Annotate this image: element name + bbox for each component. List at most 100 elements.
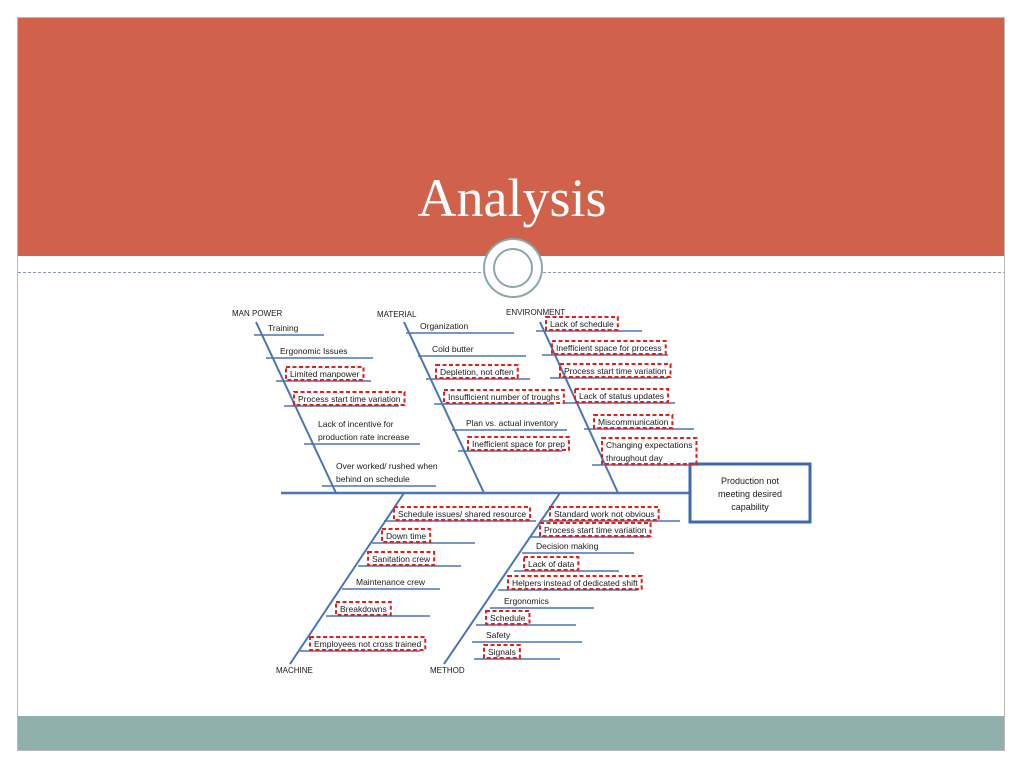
cause-label: Breakdowns — [340, 604, 387, 614]
effect-box — [688, 462, 812, 524]
highlight-box — [367, 551, 436, 566]
cause-label: Training — [268, 323, 299, 333]
ring-inner — [493, 248, 533, 288]
cause-item: Lack of status updates — [565, 388, 675, 404]
cause-label: Ergonomics — [504, 596, 549, 606]
cause-item: Employees not cross trained — [300, 636, 427, 652]
cause-label: Schedule issues/ shared resource — [398, 509, 526, 519]
highlight-box — [485, 610, 531, 625]
cause-item: Lack of data — [514, 556, 619, 572]
cause-item: Standard work not obvious — [540, 506, 680, 522]
cause-item: Sanitation crew — [358, 551, 461, 567]
cause-label: Ergonomic Issues — [280, 346, 348, 356]
cause-label: Insufficient number of troughs — [448, 392, 560, 402]
highlight-box — [539, 522, 652, 537]
cause-item: Safety — [472, 630, 582, 643]
cause-item: Insufficient number of troughs — [434, 389, 565, 405]
cause-label: Signals — [488, 647, 516, 657]
category-material: MATERIAL — [377, 310, 417, 319]
highlight-box — [523, 556, 580, 571]
bone-material — [403, 321, 485, 494]
highlight-box — [601, 437, 698, 465]
highlight-box — [381, 528, 432, 543]
effect-line-1: Production not — [721, 476, 780, 486]
cause-item: Ergonomics — [490, 596, 594, 609]
highlight-box — [467, 436, 570, 451]
cause-label: Process start time variation — [544, 525, 647, 535]
cause-label: Lack of schedule — [550, 319, 614, 329]
cause-item: Schedule issues/ shared resource — [384, 506, 536, 522]
cause-item: Miscommunication — [584, 414, 694, 430]
cause-item: Plan vs. actual inventory — [452, 418, 567, 431]
highlight-box — [443, 389, 565, 404]
cause-item: Lack of schedule — [536, 316, 642, 332]
highlight-box — [559, 363, 672, 378]
cause-label: Safety — [486, 630, 511, 640]
highlight-box — [483, 644, 521, 659]
cause-label: Standard work not obvious — [554, 509, 655, 519]
fishbone-diagram: Production not meeting desired capabilit… — [232, 308, 812, 675]
cause-label: Plan vs. actual inventory — [466, 418, 559, 428]
cause-item: Inefficient space for prep — [458, 436, 570, 452]
cause-label: behind on schedule — [336, 474, 410, 484]
cause-label: Maintenance crew — [356, 577, 426, 587]
cause-item: Process start time variation — [530, 522, 652, 538]
cause-item: Process start time variation — [550, 363, 672, 379]
highlight-box — [293, 391, 406, 406]
cause-label: Process start time variation — [298, 394, 401, 404]
category-environment: ENVIRONMENT — [506, 308, 565, 317]
effect-line-2: meeting desired — [718, 489, 782, 499]
highlight-box — [393, 506, 532, 521]
cause-item: Depletion, not often — [426, 364, 530, 380]
bone-manpower — [255, 321, 337, 494]
cause-item: Over worked/ rushed when behind on schedu… — [322, 461, 438, 487]
highlight-box — [335, 601, 392, 616]
category-manpower: MAN POWER — [232, 309, 282, 318]
highlight-box — [435, 364, 519, 379]
cause-item: Ergonomic Issues — [266, 346, 373, 359]
cause-item: Limited manpower — [276, 366, 371, 382]
cause-item: Decision making — [522, 541, 634, 554]
cause-label: Lack of data — [528, 559, 575, 569]
cause-item: Cold butter — [418, 344, 526, 357]
effect-line-3: capability — [731, 502, 769, 512]
slide-title: Analysis — [417, 168, 607, 228]
highlight-box — [551, 340, 667, 355]
cause-label: Changing expectations — [606, 440, 692, 450]
category-machine: MACHINE — [276, 666, 313, 675]
slide: Analysis Production not meeting desired … — [17, 17, 1005, 751]
cause-item: Helpers instead of dedicated shift — [498, 575, 643, 591]
cause-label: Cold butter — [432, 344, 474, 354]
highlight-box — [574, 388, 670, 403]
cause-label: Inefficient space for process — [556, 343, 662, 353]
cause-item: Schedule — [476, 610, 576, 626]
cause-label: Inefficient space for prep — [472, 439, 565, 449]
cause-label: Helpers instead of dedicated shift — [512, 578, 638, 588]
category-method: METHOD — [430, 666, 465, 675]
cause-item: Process start time variation — [284, 391, 406, 407]
cause-label: Schedule — [490, 613, 526, 623]
cause-label: Down time — [386, 531, 426, 541]
cause-item: Inefficient space for process — [542, 340, 668, 356]
cause-item: Maintenance crew — [342, 577, 440, 590]
highlight-box — [593, 414, 674, 429]
cause-label: Decision making — [536, 541, 599, 551]
footer-band — [18, 716, 1004, 750]
ring-ornament-icon — [483, 238, 543, 298]
cause-label: production rate increase — [318, 432, 409, 442]
cause-label: Over worked/ rushed when — [336, 461, 438, 471]
cause-label: Organization — [420, 321, 468, 331]
highlight-box — [507, 575, 643, 590]
cause-label: Lack of status updates — [579, 391, 664, 401]
cause-label: Process start time variation — [564, 366, 667, 376]
cause-item: Breakdowns — [326, 601, 430, 617]
cause-item: Down time — [372, 528, 475, 544]
highlight-box — [309, 636, 427, 651]
highlight-box — [549, 506, 660, 521]
title-band: Analysis — [18, 18, 1004, 256]
cause-item: Training — [254, 323, 324, 336]
cause-item: Organization — [406, 321, 514, 334]
